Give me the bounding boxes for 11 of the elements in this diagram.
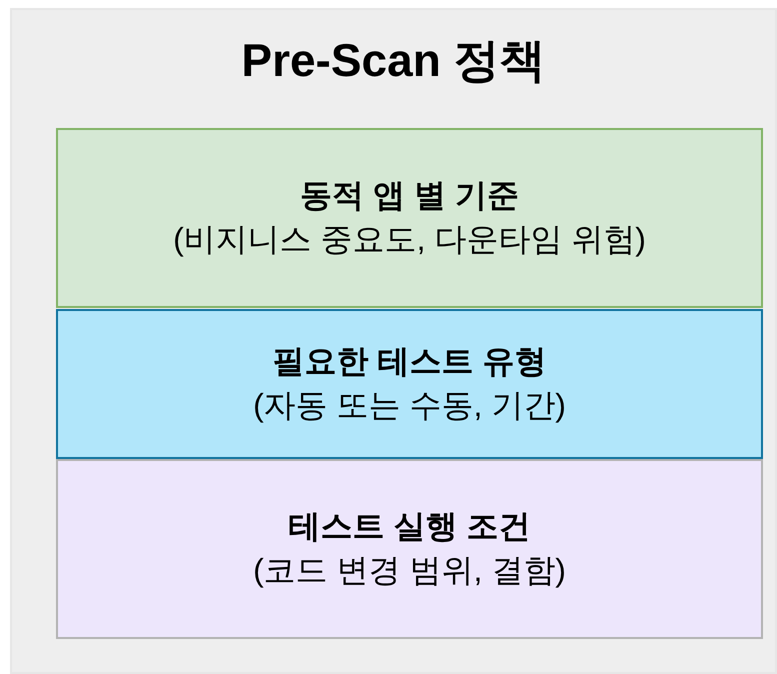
band-description: (코드 변경 범위, 결함) [253, 552, 566, 588]
band-heading: 필요한 테스트 유형 [272, 343, 546, 379]
criteria-band [56, 128, 763, 308]
test-type-band [56, 309, 763, 459]
execution-band [56, 459, 763, 639]
band-heading: 테스트 실행 조건 [288, 508, 530, 544]
band-description: (자동 또는 수동, 기간) [253, 387, 566, 423]
band-heading: 동적 앱 별 기준 [300, 177, 519, 213]
policy-panel [10, 8, 777, 674]
band-description: (비지니스 중요도, 다운타임 위험) [173, 221, 646, 257]
panel-title: Pre-Scan 정책 [241, 34, 546, 86]
